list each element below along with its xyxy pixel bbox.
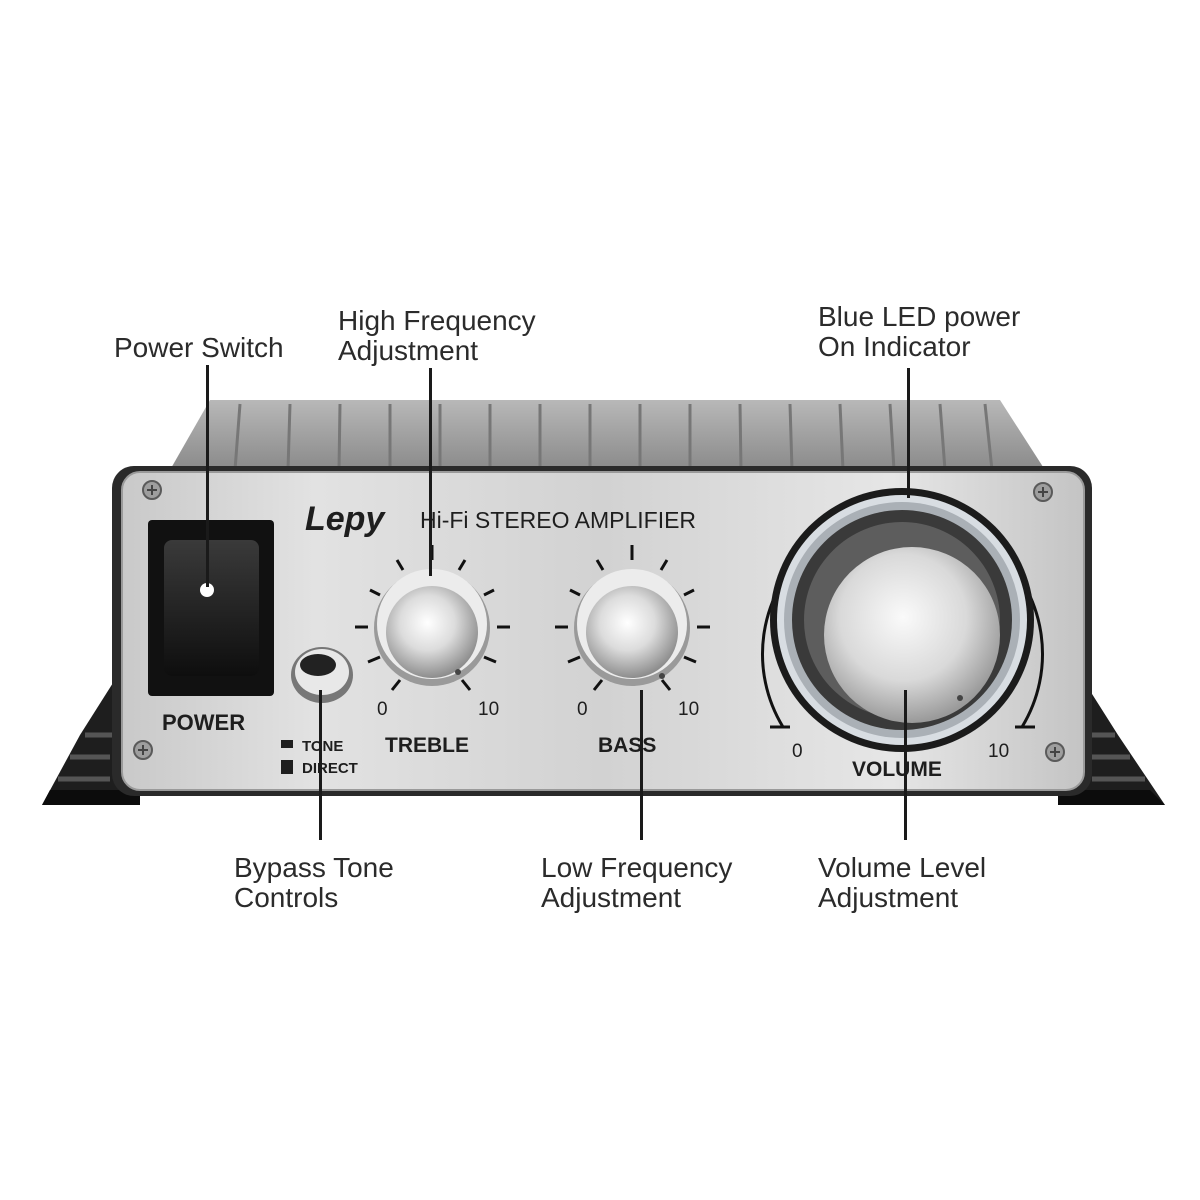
callout-blue-led: Blue LED power On Indicator [818,302,1020,362]
heatsink-top [170,400,1045,471]
callout-blue-led-line-1: Blue LED power [818,301,1021,332]
callout-volume-level-line-1: Volume Level [818,852,987,883]
callout-bypass-tone-line-1: Bypass Tone [234,852,394,883]
power-switch[interactable] [148,520,274,696]
leader-blue-led [907,368,910,498]
bass-scale-ticks [555,545,710,691]
tone-switch-icons [281,740,293,774]
bass-label: BASS [598,734,656,757]
power-indicator-dot [200,583,214,597]
power-label: POWER [162,710,245,735]
callout-blue-led-line-2: On Indicator [818,331,971,362]
volume-label: VOLUME [852,758,942,781]
volume-min-label: 0 [792,741,803,762]
callout-low-frequency-line-1: Low Frequency [541,852,733,883]
bypass-tone-button[interactable] [291,647,353,703]
treble-knob[interactable] [374,569,490,686]
volume-max-label: 10 [988,741,1009,762]
callout-low-frequency-line-2: Adjustment [541,882,682,913]
direct-label: DIRECT [302,760,358,777]
volume-knob[interactable] [804,522,1000,723]
callout-power-switch: Power Switch [114,333,284,363]
bass-max-label: 10 [678,699,699,720]
leader-power-switch [206,365,209,587]
leader-low-frequency [640,690,643,840]
treble-scale-ticks [355,545,510,691]
callout-high-frequency-line-2: Adjustment [338,335,479,366]
brand-logo: Lepy [305,500,386,538]
callout-volume-level-line-2: Adjustment [818,882,959,913]
bass-min-label: 0 [577,699,588,720]
callout-volume-level: Volume Level Adjustment [818,853,986,913]
treble-label: TREBLE [385,734,469,757]
leader-high-frequency [429,368,432,576]
callout-high-frequency-line-1: High Frequency [338,305,536,336]
leader-bypass-tone [319,690,322,840]
callout-power-switch-line-1: Power Switch [114,332,284,363]
callout-low-frequency: Low Frequency Adjustment [541,853,732,913]
treble-max-label: 10 [478,699,499,720]
callout-bypass-tone: Bypass Tone Controls [234,853,394,913]
callout-high-frequency: High Frequency Adjustment [338,306,536,366]
tone-label: TONE [302,738,343,755]
leader-volume-level [904,690,907,840]
bass-knob[interactable] [574,569,690,686]
model-name: Hi-Fi STEREO AMPLIFIER [420,507,696,533]
callout-bypass-tone-line-2: Controls [234,882,339,913]
treble-min-label: 0 [377,699,388,720]
